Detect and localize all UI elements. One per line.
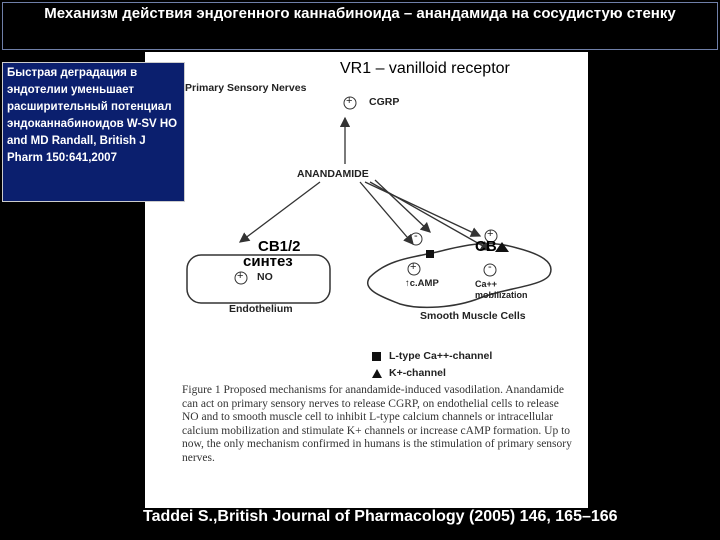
plus-circle-endothelium <box>234 271 248 285</box>
endothelium-cell <box>186 254 331 304</box>
minus-sign-muscle-1: - <box>414 230 418 242</box>
smooth-muscle-label: Smooth Muscle Cells <box>420 310 526 322</box>
camp-label: ↑c.AMP <box>405 278 439 289</box>
arrow-to-muscle-1 <box>359 181 414 245</box>
smooth-muscle-cell <box>367 242 552 309</box>
plus-sign-endothelium: + <box>237 270 244 282</box>
figure-caption: Figure 1 Proposed mechanisms for anandam… <box>182 384 572 464</box>
side-note: Быстрая деградация в эндотелии уменьшает… <box>2 62 185 202</box>
anandamide-label: ANANDAMIDE <box>297 168 369 180</box>
minus-circle-muscle-2 <box>483 263 497 277</box>
cb-right-label: CB <box>475 238 497 255</box>
arrow-to-muscle-4 <box>374 179 431 233</box>
slide-title: Механизм действия эндогенного каннабинои… <box>2 2 718 50</box>
k-channel-triangle <box>495 242 509 252</box>
minus-circle-muscle-1 <box>409 232 423 246</box>
legend-triangle-label: K+-channel <box>389 367 446 379</box>
arrow-to-muscle-2 <box>364 181 482 237</box>
plus-circle-camp <box>407 262 421 276</box>
ca-mobilization-label: Ca++ mobilization <box>475 279 528 300</box>
plus-sign-camp: + <box>410 261 417 273</box>
endothelium-label: Endothelium <box>229 303 293 315</box>
l-type-channel-square <box>426 250 434 258</box>
legend-square-mark <box>372 352 381 361</box>
arrow-to-endothelium <box>238 181 321 243</box>
plus-sign-muscle: + <box>487 228 494 240</box>
mechanism-diagram <box>186 96 552 378</box>
citation: Taddei S.,British Journal of Pharmacolog… <box>143 508 618 525</box>
cgrp-label: CGRP <box>369 96 400 108</box>
figure-panel: Primary Sensory Nerves + CGRP ANANDAMIDE… <box>145 52 588 508</box>
cb-left-label: CB1/2 <box>258 238 301 255</box>
primary-sensory-nerves-label: Primary Sensory Nerves <box>185 82 307 94</box>
minus-sign-muscle-2: - <box>488 261 492 273</box>
vr1-label: VR1 – vanilloid receptor <box>340 60 510 77</box>
plus-sign-nerves: + <box>346 95 353 107</box>
legend-triangle-mark <box>372 369 382 378</box>
synthesis-label: синтез <box>243 253 293 270</box>
plus-circle-nerves <box>343 96 357 110</box>
no-label: NO <box>257 271 273 283</box>
plus-circle-muscle <box>484 229 498 243</box>
legend-square-label: L-type Ca++-channel <box>389 350 493 362</box>
